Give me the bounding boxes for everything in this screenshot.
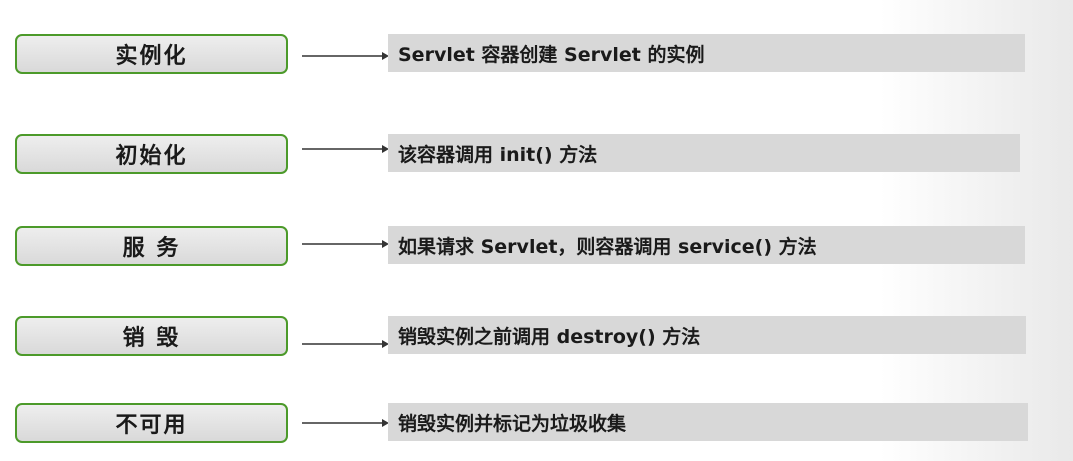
stage-description-box: 销毁实例并标记为垃圾收集 bbox=[388, 403, 1028, 441]
stage-description-box: 如果请求 Servlet，则容器调用 service() 方法 bbox=[388, 226, 1025, 264]
stage-row-instantiate: 实例化 Servlet 容器创建 Servlet 的实例 bbox=[0, 34, 1073, 78]
stage-row-unavailable: 不可用 销毁实例并标记为垃圾收集 bbox=[0, 403, 1073, 447]
stage-label: 不可用 bbox=[115, 413, 188, 438]
stage-box-destroy: 销 毁 bbox=[15, 316, 288, 356]
stage-description-box: 销毁实例之前调用 destroy() 方法 bbox=[388, 316, 1026, 354]
stage-box-initialize: 初始化 bbox=[15, 134, 288, 174]
stage-label: 销 毁 bbox=[122, 326, 181, 351]
stage-box-instantiate: 实例化 bbox=[15, 34, 288, 74]
stage-description: 销毁实例之前调用 destroy() 方法 bbox=[398, 325, 701, 348]
arrow-right-icon bbox=[302, 145, 389, 153]
stage-description-box: 该容器调用 init() 方法 bbox=[388, 134, 1020, 172]
stage-box-unavailable: 不可用 bbox=[15, 403, 288, 443]
arrow-right-icon bbox=[302, 52, 389, 60]
stage-description: 销毁实例并标记为垃圾收集 bbox=[398, 412, 627, 435]
stage-label: 服 务 bbox=[122, 236, 181, 261]
stage-description: Servlet 容器创建 Servlet 的实例 bbox=[398, 43, 705, 66]
stage-label: 初始化 bbox=[115, 144, 188, 169]
stage-box-service: 服 务 bbox=[15, 226, 288, 266]
stage-description: 如果请求 Servlet，则容器调用 service() 方法 bbox=[398, 235, 817, 258]
stage-label: 实例化 bbox=[115, 44, 188, 69]
stage-row-destroy: 销 毁 销毁实例之前调用 destroy() 方法 bbox=[0, 316, 1073, 360]
stage-row-service: 服 务 如果请求 Servlet，则容器调用 service() 方法 bbox=[0, 226, 1073, 270]
arrow-right-icon bbox=[302, 340, 389, 348]
stage-description: 该容器调用 init() 方法 bbox=[398, 143, 598, 166]
arrow-right-icon bbox=[302, 240, 389, 248]
stage-description-box: Servlet 容器创建 Servlet 的实例 bbox=[388, 34, 1025, 72]
arrow-right-icon bbox=[302, 419, 389, 427]
stage-row-initialize: 初始化 该容器调用 init() 方法 bbox=[0, 134, 1073, 178]
